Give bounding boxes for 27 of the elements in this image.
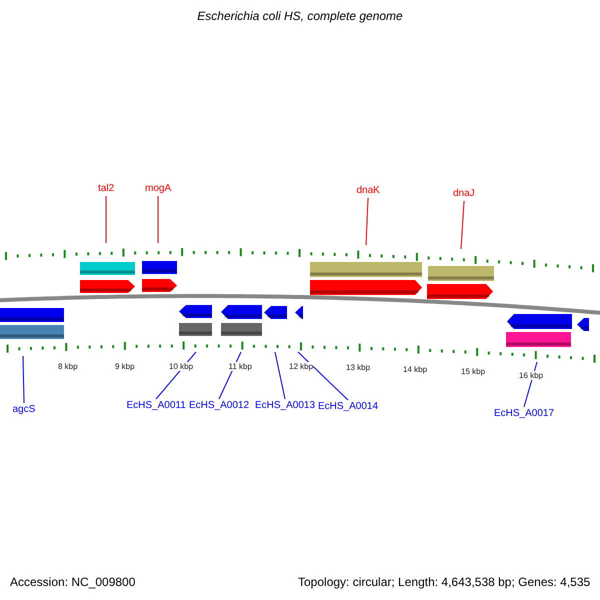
scale-label: 16 kbp <box>519 371 544 380</box>
gene-label: EcHS_A0017 <box>494 408 554 420</box>
gene-label: agcS <box>12 404 36 416</box>
leader-line <box>22 356 24 404</box>
leader-line <box>298 352 348 400</box>
scale-label: 10 kbp <box>169 362 194 371</box>
gene-label: EcHS_A0011 <box>126 400 186 412</box>
scale-label: 15 kbp <box>461 367 486 376</box>
scale-label: 12 kbp <box>289 362 314 371</box>
gene-label: EcHS_A0014 <box>318 401 378 413</box>
scale-label: 13 kbp <box>346 363 370 372</box>
gene-label: dnaJ <box>453 188 475 200</box>
gene-label: EcHS_A0013 <box>255 400 316 412</box>
scale-label: 14 kbp <box>403 365 428 374</box>
gene-label: EcHS_A0012 <box>189 400 250 412</box>
footer-text: Topology: circular; Length: 4,643,538 bp; Genes: 4,535 <box>298 576 590 588</box>
scale-label: 8 kbp <box>58 362 78 371</box>
leader-line <box>460 200 464 250</box>
scale-label: 9 kbp <box>115 362 135 371</box>
leader-line <box>274 352 286 400</box>
title: Escherichia coli HS, complete genome <box>196 10 404 22</box>
scale-label: 11 kbp <box>228 362 252 371</box>
footer-text: Accession: NC_009800 <box>10 576 136 588</box>
gene-label: dnaK <box>356 185 380 197</box>
gene-label: tal2 <box>98 183 114 195</box>
leader-line <box>366 198 368 246</box>
gene-label: mogA <box>145 183 172 195</box>
